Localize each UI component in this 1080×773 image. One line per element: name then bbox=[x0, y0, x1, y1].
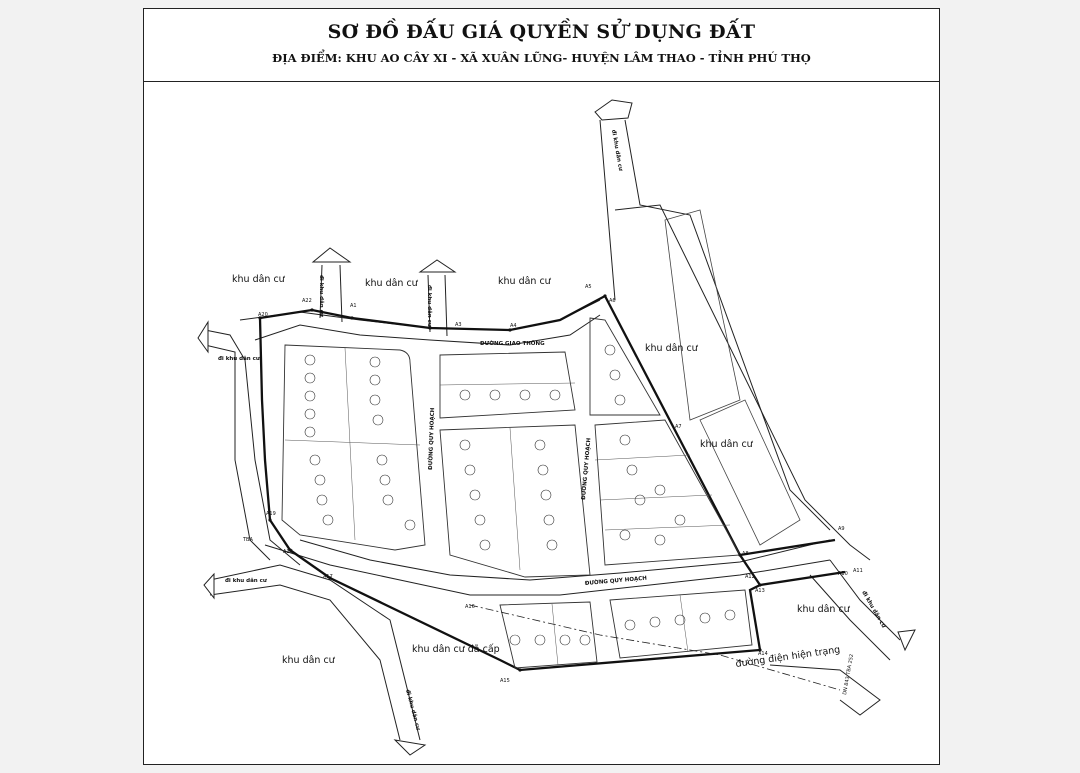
label-residential-right-mid: khu dân cư bbox=[700, 439, 754, 450]
point-a1: A1 bbox=[350, 303, 357, 309]
point-a2: A22 bbox=[302, 298, 312, 304]
power-line bbox=[469, 604, 841, 691]
lot-lines bbox=[284, 347, 731, 666]
label-planned-road-2: ĐƯỜNG QUY HOẠCH bbox=[580, 437, 592, 500]
land-blocks bbox=[281, 317, 753, 669]
label-road-to-residential-top1: đi khu dân cư bbox=[318, 275, 325, 318]
point-a15: A15 bbox=[500, 678, 510, 684]
label-tba-left: TBA bbox=[242, 537, 253, 543]
point-a8: A8 bbox=[742, 551, 749, 557]
point-a20: A20 bbox=[258, 312, 268, 318]
label-residential-granted: khu dân cư đã cấp bbox=[412, 644, 500, 655]
point-a10: A10 bbox=[838, 571, 848, 577]
point-a5: A5 bbox=[585, 284, 592, 290]
map-subtitle: ĐỊA ĐIỂM: KHU AO CÂY XI - XÃ XUÂN LŨNG- … bbox=[272, 51, 811, 65]
point-a13: A13 bbox=[755, 588, 765, 594]
area-labels: khu dân cư khu dân cư khu dân cư khu dân… bbox=[232, 274, 851, 666]
label-road-to-residential-top2: đi khu dân cư bbox=[426, 285, 433, 328]
point-a16: A16 bbox=[465, 604, 475, 610]
label-residential-right-upper: khu dân cư bbox=[645, 343, 699, 354]
label-traffic-road: ĐƯỜNG GIAO THÔNG bbox=[480, 340, 545, 347]
lot-markers bbox=[304, 344, 736, 646]
point-a12: A12 bbox=[745, 574, 755, 580]
residential-parcels bbox=[664, 209, 801, 546]
map-title: SƠ ĐỒ ĐẤU GIÁ QUYỀN SỬ DỤNG ĐẤT bbox=[327, 21, 756, 43]
label-residential-top-left: khu dân cư bbox=[232, 274, 286, 285]
point-a19: A19 bbox=[266, 511, 276, 517]
title-block: SƠ ĐỒ ĐẤU GIÁ QUYỀN SỬ DỤNG ĐẤT ĐỊA ĐIỂM… bbox=[144, 9, 939, 82]
label-road-to-residential-bottom-mid: đi khu dân cư bbox=[404, 689, 422, 732]
label-station-code: DN 843 TBA 252 bbox=[842, 654, 855, 696]
point-a3: A3 bbox=[455, 322, 462, 328]
label-road-to-residential-right: đi khu dân cư bbox=[860, 590, 888, 631]
point-a14: A14 bbox=[758, 651, 768, 657]
point-a18: A18 bbox=[283, 549, 293, 555]
label-road-to-residential-left: đi khu dân cư bbox=[218, 355, 261, 362]
point-a17: A17 bbox=[323, 574, 333, 580]
road-arrows bbox=[197, 99, 916, 756]
point-a4: A4 bbox=[510, 323, 517, 329]
label-planned-road-1: ĐƯỜNG QUY HOẠCH bbox=[427, 407, 436, 470]
map-frame: SƠ ĐỒ ĐẤU GIÁ QUYỀN SỬ DỤNG ĐẤT ĐỊA ĐIỂM… bbox=[143, 8, 940, 765]
label-residential-bottom-right: khu dân cư bbox=[797, 604, 851, 615]
boundary-points: A1 A22 A3 A4 A5 A6 A7 A8 A9 A10 A11 A12 … bbox=[258, 284, 863, 684]
label-residential-bottom-left: khu dân cư bbox=[282, 655, 336, 666]
road-labels: đi khu dân cư đi khu dân cư đi khu dân c… bbox=[218, 129, 888, 732]
label-road-to-residential-top-right: đi khu dân cư bbox=[610, 129, 624, 172]
point-a9: A9 bbox=[838, 526, 845, 532]
road-network bbox=[204, 119, 901, 741]
label-planned-road-3: ĐƯỜNG QUY HOẠCH bbox=[585, 575, 648, 587]
label-residential-top-mid: khu dân cư bbox=[365, 278, 419, 289]
label-road-to-residential-bottom-left: đi khu dân cư bbox=[225, 577, 268, 584]
point-a6: A6 bbox=[609, 298, 616, 304]
point-a7: A7 bbox=[675, 424, 682, 430]
point-a11: A11 bbox=[853, 568, 863, 574]
label-residential-top-right: khu dân cư bbox=[498, 276, 552, 287]
